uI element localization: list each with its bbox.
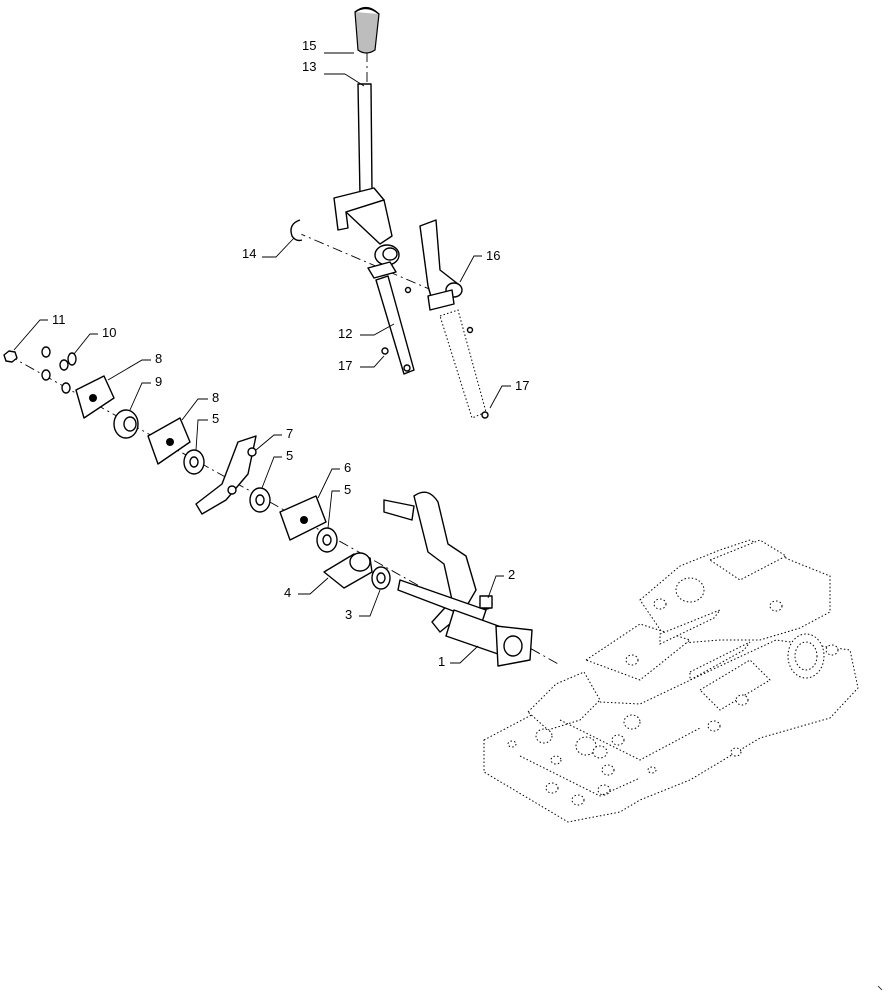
svg-text:15: 15 <box>302 38 316 53</box>
washer-part-5-c <box>316 527 338 553</box>
callout-1: 1 <box>438 645 479 669</box>
washers-part-10 <box>41 346 77 394</box>
corner-mark <box>877 985 883 991</box>
svg-text:10: 10 <box>102 325 116 340</box>
svg-text:12: 12 <box>338 326 352 341</box>
svg-text:7: 7 <box>286 426 293 441</box>
svg-text:17: 17 <box>515 378 529 393</box>
knob-part-15 <box>354 6 380 54</box>
washer-part-5-a <box>183 449 205 475</box>
washer-part-3 <box>371 566 391 590</box>
svg-text:5: 5 <box>286 448 293 463</box>
callout-9: 9 <box>129 374 162 411</box>
callout-16: 16 <box>459 248 500 283</box>
callout-10: 10 <box>73 325 116 355</box>
hydraulic-housing-outline <box>483 539 859 823</box>
svg-text:2: 2 <box>508 567 515 582</box>
callout-8-right: 8 <box>181 390 219 421</box>
lever-part-7 <box>195 435 257 515</box>
svg-text:13: 13 <box>302 59 316 74</box>
svg-text:4: 4 <box>284 585 291 600</box>
callout-12: 12 <box>338 323 395 341</box>
svg-text:17: 17 <box>338 358 352 373</box>
svg-text:6: 6 <box>344 460 351 475</box>
pin-part-17-right <box>481 411 489 419</box>
plate-part-8-right <box>147 417 191 465</box>
svg-text:11: 11 <box>52 312 66 327</box>
main-lever-part-1 <box>383 491 533 667</box>
svg-text:9: 9 <box>155 374 162 389</box>
callout-11: 11 <box>13 312 66 351</box>
svg-text:8: 8 <box>155 351 162 366</box>
bracket-part-16 <box>419 219 463 311</box>
plate-part-8-left <box>75 375 115 419</box>
svg-text:3: 3 <box>345 607 352 622</box>
clip-part-14 <box>290 219 303 242</box>
svg-text:1: 1 <box>438 654 445 669</box>
callout-3: 3 <box>345 589 381 622</box>
callout-5-b: 5 <box>261 448 293 489</box>
svg-text:16: 16 <box>486 248 500 263</box>
callout-6: 6 <box>317 460 351 499</box>
callout-2: 2 <box>487 567 515 599</box>
callout-14: 14 <box>242 237 295 261</box>
svg-text:5: 5 <box>344 482 351 497</box>
svg-text:8: 8 <box>212 390 219 405</box>
pivot-hub <box>367 244 400 279</box>
pin-small-mid <box>466 326 474 334</box>
pin-small-upper <box>404 286 412 294</box>
svg-text:5: 5 <box>212 411 219 426</box>
callout-17-left: 17 <box>338 355 385 373</box>
arm-part-4 <box>323 552 373 589</box>
callout-7: 7 <box>255 426 293 451</box>
washer-part-5-b <box>249 487 271 513</box>
callout-17-right: 17 <box>489 378 529 409</box>
lever-rod-part-13 <box>333 83 393 245</box>
callout-5-c: 5 <box>327 482 351 529</box>
callout-5-a: 5 <box>195 411 219 451</box>
nut-part-11 <box>3 350 18 363</box>
pin-part-17-left <box>381 347 389 355</box>
bolt-part-2 <box>479 595 493 610</box>
bushing-part-9 <box>113 409 139 439</box>
callout-13: 13 <box>302 59 365 87</box>
callout-15: 15 <box>302 38 354 54</box>
link-part-12 <box>375 275 415 375</box>
dotted-link <box>439 309 487 419</box>
plate-part-6 <box>279 495 327 541</box>
callout-8-left: 8 <box>107 351 162 381</box>
svg-text:14: 14 <box>242 246 256 261</box>
callout-4: 4 <box>284 577 329 600</box>
